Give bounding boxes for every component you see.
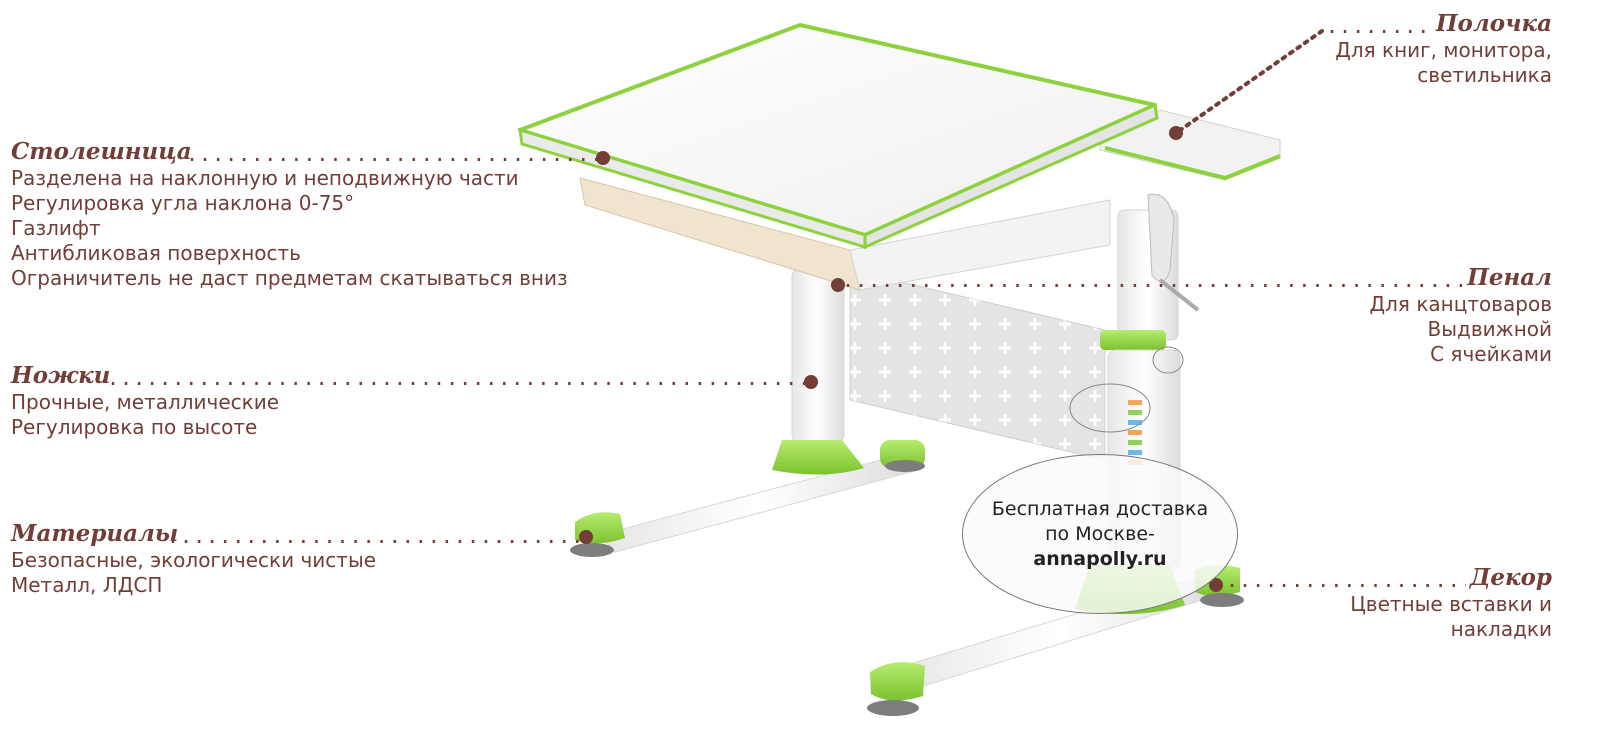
callout-line: Выдвижной xyxy=(1427,317,1552,341)
modesty-panel xyxy=(849,269,1106,461)
materials-dot xyxy=(579,530,593,544)
callout-line: Газлифт xyxy=(11,216,101,240)
delivery-line2: по Москве- xyxy=(1045,522,1155,545)
left-leg xyxy=(772,267,864,475)
callout-line: светильника xyxy=(1417,63,1552,87)
callout-line: Разделена на наклонную и неподвижную час… xyxy=(11,166,519,190)
dotted-leader: ........................................… xyxy=(186,142,606,166)
callout-pencil-case: Пенал ..................................… xyxy=(842,264,1552,367)
callout-title: Декор xyxy=(1469,564,1552,591)
legs-dot xyxy=(804,375,818,389)
callout-legs: Ножки ..................................… xyxy=(11,362,807,440)
callout-shelf: Полочка .......... Для книг, монитора, с… xyxy=(1326,10,1552,88)
callout-line: накладки xyxy=(1450,617,1552,641)
shelf-leader xyxy=(1174,29,1324,135)
dotted-leader: ................................ xyxy=(1226,568,1466,592)
delivery-badge: Бесплатная доставка по Москве- annapolly… xyxy=(962,454,1238,614)
shelf xyxy=(1099,109,1281,181)
delivery-line1: Бесплатная доставка xyxy=(991,497,1209,520)
callout-line: Регулировка по высоте xyxy=(11,415,258,439)
callout-line: Ограничитель не даст предметам скатывать… xyxy=(11,266,568,290)
pencil-case-dot xyxy=(831,278,845,292)
callout-leaders xyxy=(579,29,1324,592)
callout-title: Пенал xyxy=(1467,264,1552,291)
callout-line: Для книг, монитора, xyxy=(1335,38,1552,62)
dotted-leader: ........................................… xyxy=(842,268,1462,292)
callout-title: Ножки xyxy=(11,362,111,389)
callout-line: Цветные вставки и xyxy=(1350,592,1552,616)
tabletop-dot xyxy=(596,151,610,165)
dotted-leader: .......... xyxy=(1326,14,1434,38)
decor-dot xyxy=(1209,578,1223,592)
callout-line: Регулировка угла наклона 0-75° xyxy=(11,191,355,215)
back-foot xyxy=(570,440,925,557)
callout-tabletop: Столешница .............................… xyxy=(11,138,606,291)
callout-materials: Материалы ..............................… xyxy=(11,520,587,598)
callout-line: Для канцтоваров xyxy=(1369,292,1552,316)
callout-title: Полочка xyxy=(1435,10,1552,37)
shelf-dot xyxy=(1169,126,1183,140)
delivery-site-link[interactable]: annapolly.ru xyxy=(1033,547,1167,570)
callout-title: Столешница xyxy=(11,138,192,165)
callout-line: С ячейками xyxy=(1430,342,1552,366)
dotted-leader: ........................................… xyxy=(167,524,587,548)
drawer xyxy=(579,177,1111,291)
callout-line: Безопасные, экологически чистые xyxy=(11,548,377,572)
callout-decor: Декор ................................ Ц… xyxy=(1226,564,1552,642)
callout-title: Материалы xyxy=(11,520,179,547)
dotted-leader: ........................................… xyxy=(107,366,807,390)
callout-line: Прочные, металлические xyxy=(11,390,280,414)
callout-line: Антибликовая поверхность xyxy=(11,241,301,265)
callout-line: Металл, ЛДСП xyxy=(11,573,163,597)
